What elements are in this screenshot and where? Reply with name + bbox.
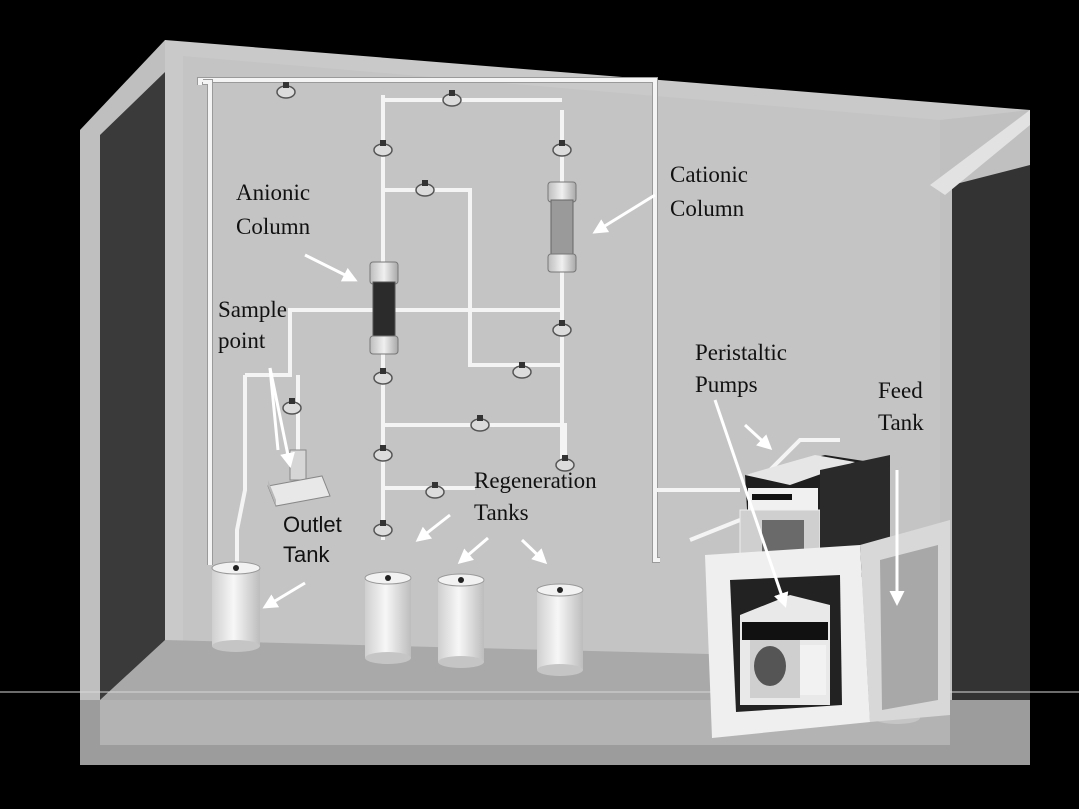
anionic-column	[369, 261, 399, 355]
label-peristaltic-pumps: Peristaltic Pumps	[695, 340, 793, 397]
arrow-sample-1	[268, 367, 295, 468]
arrow-regen-2	[457, 536, 489, 564]
arrow-outlet	[262, 581, 306, 609]
valve-icon	[373, 368, 393, 385]
valve-icon	[512, 362, 532, 379]
left-wall-inner	[100, 72, 165, 742]
label-anionic-column: Anionic Column	[236, 180, 316, 239]
labels: Anionic Column Cationic Column Sample po…	[218, 162, 928, 567]
arrow-regen-3	[520, 538, 548, 565]
valve-icon	[552, 140, 572, 157]
valve-icon	[470, 415, 490, 432]
valve-icon	[282, 398, 302, 415]
arrow-sample-2	[268, 367, 280, 451]
annotation-arrows	[262, 193, 905, 609]
valve-icon	[552, 320, 572, 337]
label-outlet-tank: Outlet Tank	[283, 512, 348, 567]
outlet-tank	[211, 561, 261, 652]
arrow-cationic	[592, 193, 656, 234]
arrow-regen-1	[415, 513, 451, 542]
valve-icon	[373, 140, 393, 157]
label-regeneration-tanks: Regeneration Tanks	[474, 468, 602, 525]
arrow-pumps-1	[743, 423, 773, 451]
regeneration-tank	[364, 571, 412, 664]
valve-icon	[442, 90, 462, 107]
top-edge-right	[930, 110, 1030, 195]
valve-icon	[425, 482, 445, 499]
arrow-anionic	[304, 253, 358, 282]
cationic-column	[547, 181, 577, 273]
arrow-pumps-2	[713, 399, 789, 608]
regeneration-tank	[536, 583, 584, 676]
label-cationic-column: Cationic Column	[670, 162, 754, 221]
right-wall-inner	[952, 165, 1030, 740]
regeneration-tank	[437, 573, 485, 668]
valve-icon	[415, 180, 435, 197]
valves	[276, 82, 575, 537]
peristaltic-pump-lower	[740, 595, 830, 705]
valve-icon	[373, 520, 393, 537]
valve-icon	[555, 455, 575, 472]
label-sample-point: Sample point	[218, 297, 293, 353]
valve-icon	[276, 82, 296, 99]
label-feed-tank: Feed Tank	[878, 378, 928, 435]
valve-icon	[373, 445, 393, 462]
